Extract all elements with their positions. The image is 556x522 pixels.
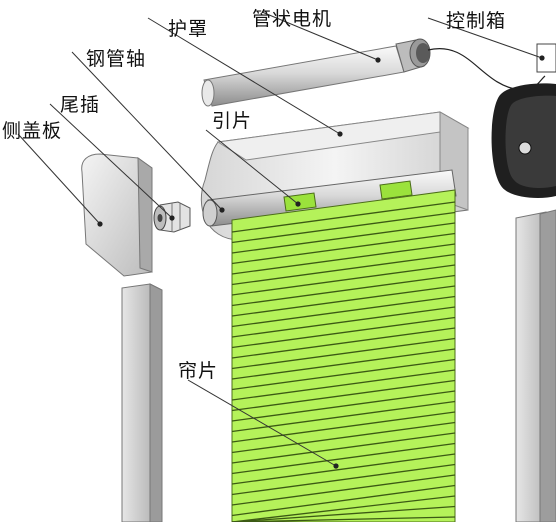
- slat-line: [231, 453, 456, 485]
- slat-line: [231, 432, 456, 464]
- tubular-motor: [201, 38, 546, 107]
- slat-line: [231, 232, 456, 265]
- slat-line: [231, 411, 456, 443]
- slat-line: [231, 495, 456, 522]
- left-guide-rail: [121, 283, 163, 522]
- slat-line: [231, 463, 456, 496]
- slat-line: [231, 505, 456, 522]
- slat-line: [231, 348, 456, 380]
- label-steel-tube-shaft: 钢管轴: [86, 48, 147, 70]
- curtain-slats: [231, 189, 456, 522]
- label-side-cover-plate: 侧盖板: [2, 120, 63, 142]
- label-lead-strip: 引片: [212, 110, 253, 132]
- slat-line: [231, 484, 456, 517]
- slat-line: [231, 379, 456, 412]
- slat-line: [231, 274, 456, 307]
- side-cover-plate: [81, 153, 153, 277]
- label-curtain-slats: 帘片: [178, 360, 219, 382]
- slat-line: [231, 306, 456, 338]
- slat-line: [231, 295, 456, 328]
- end-plug: [153, 201, 191, 233]
- slat-line: [231, 243, 456, 275]
- right-guide-rail: [515, 209, 556, 522]
- slat-line: [231, 285, 456, 317]
- slat-line: [231, 222, 456, 254]
- slat-line: [231, 337, 456, 370]
- slat-line: [231, 264, 456, 296]
- slat-line: [231, 421, 456, 454]
- label-tubular-motor: 管状电机: [252, 8, 333, 30]
- label-control-box: 控制箱: [446, 10, 507, 32]
- slat-line: [231, 390, 456, 422]
- slat-line: [231, 201, 456, 233]
- slat-line: [231, 400, 456, 433]
- slat-line: [231, 442, 456, 475]
- slat-line: [231, 253, 456, 286]
- label-end-plug: 尾插: [60, 94, 101, 116]
- slat-line: [231, 358, 456, 391]
- label-protective-cover: 护罩: [168, 18, 209, 40]
- slat-line: [231, 211, 456, 244]
- slat-line: [231, 327, 456, 359]
- control-box: [491, 43, 556, 198]
- slat-line: [231, 516, 456, 522]
- slat-line: [231, 369, 456, 401]
- leader-lines: [17, 11, 545, 469]
- slat-line: [231, 474, 456, 506]
- slat-line: [231, 316, 456, 349]
